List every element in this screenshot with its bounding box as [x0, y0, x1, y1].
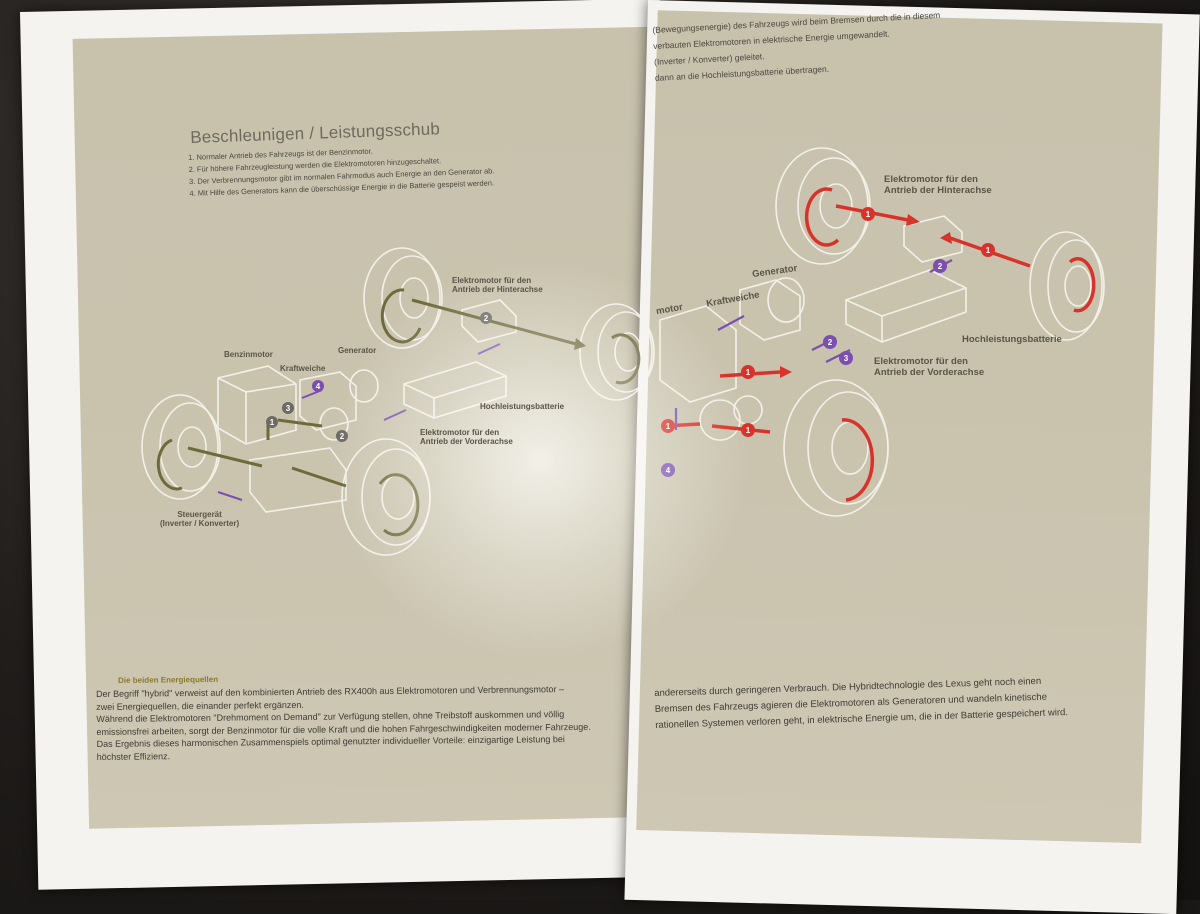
marker-three: 3 [286, 404, 291, 413]
marker-one: 1 [666, 422, 671, 431]
marker-two: 2 [828, 338, 833, 347]
label-benzinmotor: Benzinmotor [224, 350, 273, 359]
label-front-motor: Elektromotor für den Antrieb der Vordera… [420, 428, 513, 446]
label-battery: Hochleistungsbatterie [480, 402, 565, 411]
label-rear-motor-right: Elektromotor für den Antrieb der Hintera… [884, 174, 992, 196]
marker-one: 1 [986, 246, 991, 255]
section-subheading: Die beiden Energiequellen [118, 674, 219, 685]
label-rear-motor: Elektromotor für den Antrieb der Hintera… [452, 276, 543, 294]
marker-two: 2 [938, 262, 943, 271]
marker-one: 1 [746, 368, 751, 377]
label-control-unit: Steuergerät (Inverter / Konverter) [160, 510, 240, 528]
label-front-motor-right: Elektromotor für den Antrieb der Vordera… [874, 356, 985, 378]
marker-three: 3 [844, 354, 849, 363]
label-generator: Generator [338, 346, 377, 355]
marker-one: 1 [270, 418, 275, 427]
marker-four: 4 [316, 382, 321, 391]
marker-four: 4 [666, 466, 671, 475]
left-rear-right-wheel [579, 303, 655, 401]
marker-two: 2 [484, 314, 489, 323]
right-rear-left-wheel [775, 147, 871, 265]
label-battery-right: Hochleistungsbatterie [962, 334, 1062, 345]
marker-one: 1 [746, 426, 751, 435]
left-front-left-wheel [141, 394, 221, 500]
marker-one: 1 [866, 210, 871, 219]
left-body-text: Der Begriff "hybrid" verweist auf den ko… [96, 682, 657, 763]
left-rear-left-wheel [363, 247, 443, 349]
right-rear-right-wheel [1029, 231, 1105, 341]
marker-two: 2 [340, 432, 345, 441]
label-kraftweiche: Kraftweiche [280, 364, 326, 373]
